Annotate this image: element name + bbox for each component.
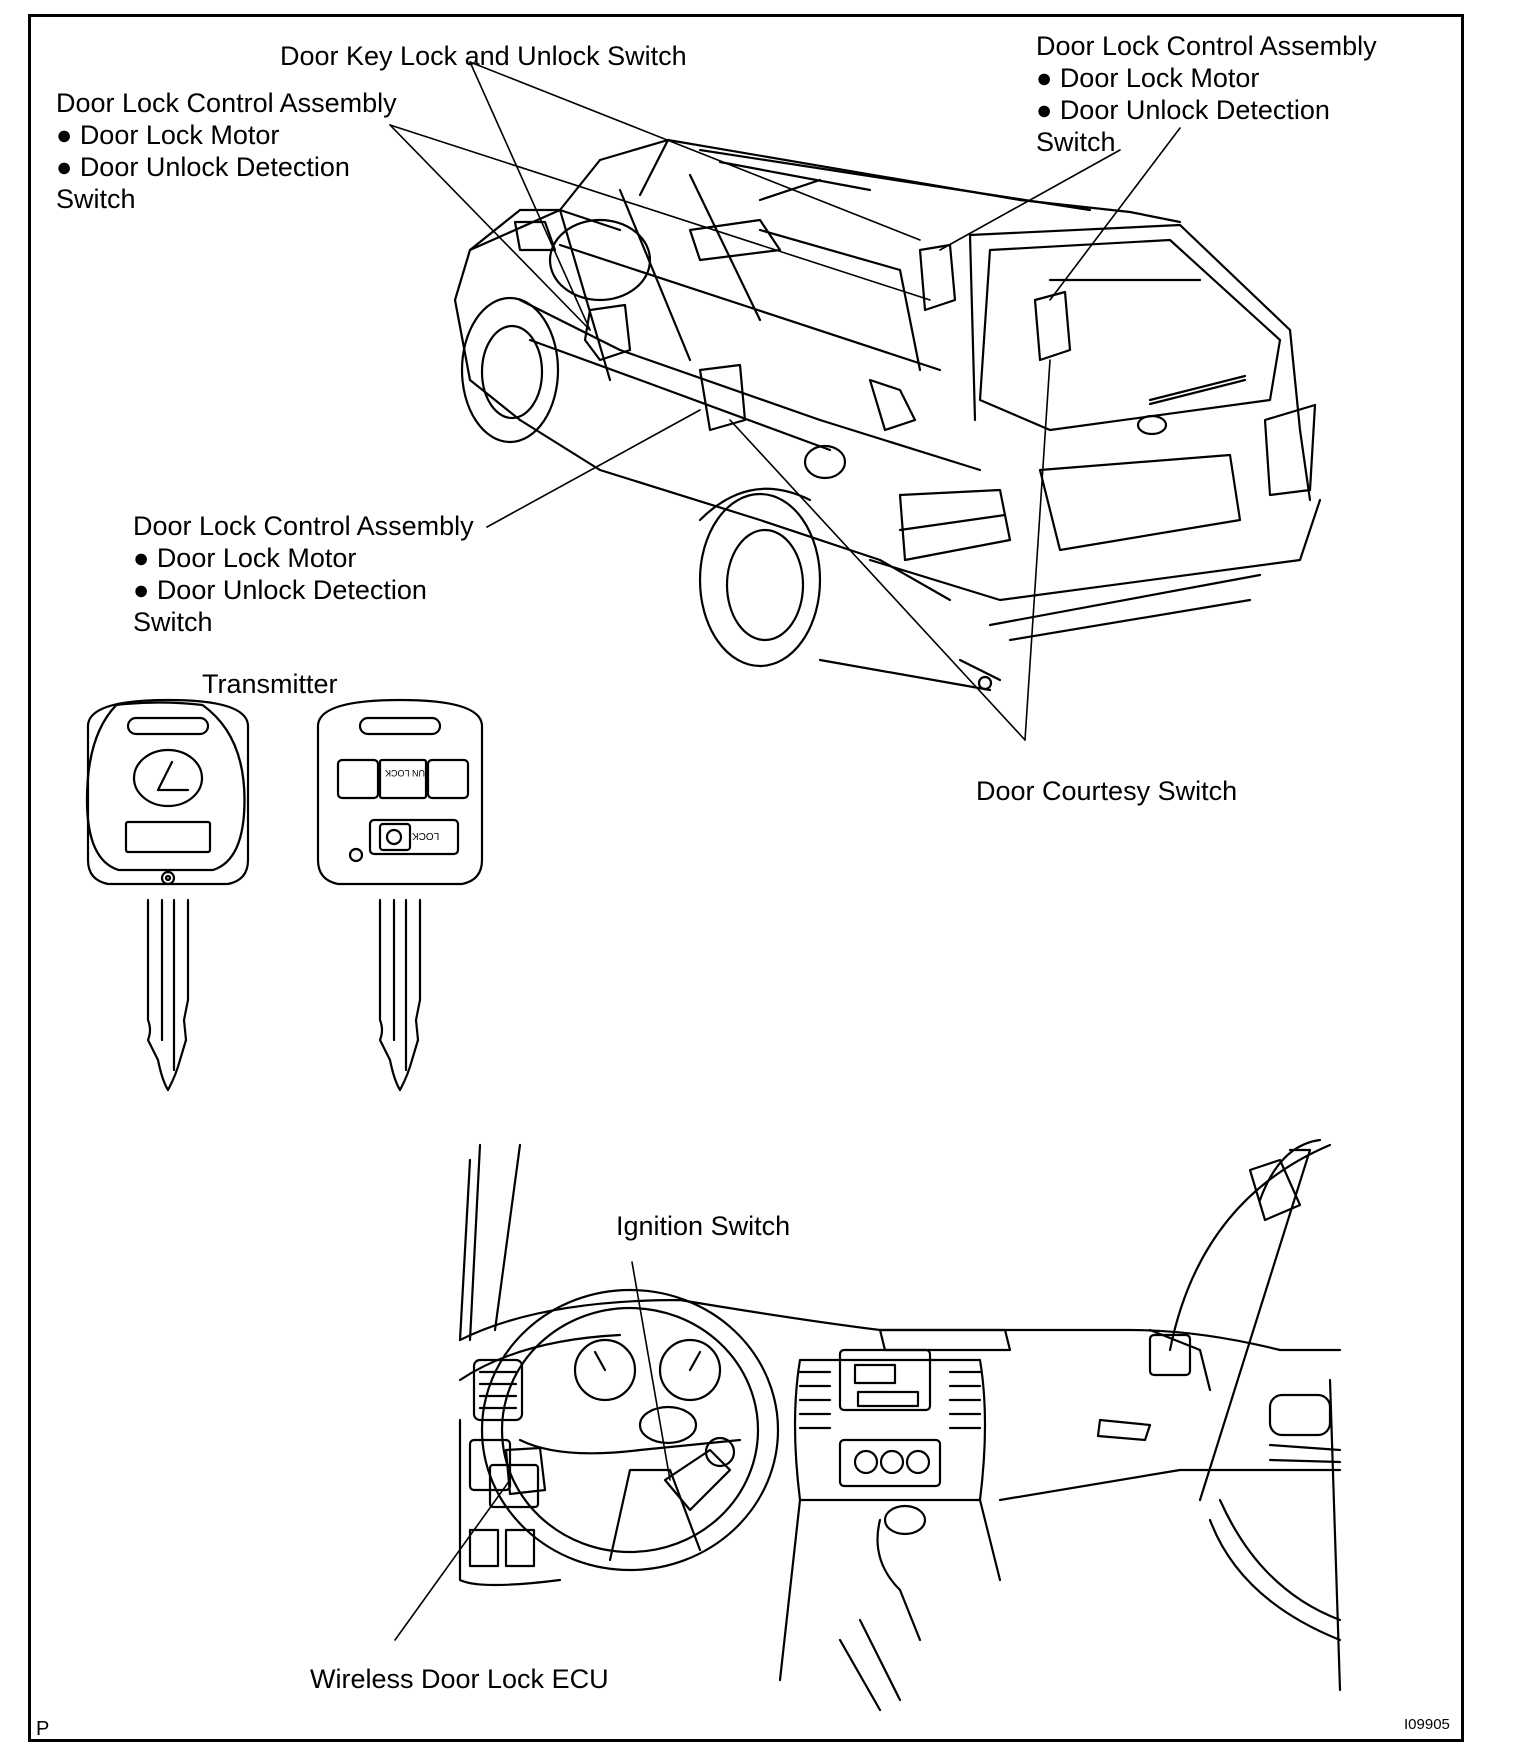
back-assembly-detect: Door Unlock Detection bbox=[1036, 95, 1330, 125]
label-wireless-door-lock-ecu: Wireless Door Lock ECU bbox=[310, 1664, 609, 1694]
label-back-door-lock-assembly: Door Lock Control Assembly Door Lock Mot… bbox=[1036, 30, 1377, 158]
front-assembly-switch: Switch bbox=[56, 184, 136, 214]
vehicle-illustration bbox=[453, 138, 1322, 692]
key-lock-button-text: LOCK bbox=[412, 830, 440, 841]
transmitter-key-front bbox=[85, 698, 250, 1092]
label-door-courtesy-switch: Door Courtesy Switch bbox=[976, 776, 1238, 806]
label-front-door-lock-assembly: Door Lock Control Assembly Door Lock Mot… bbox=[56, 87, 397, 215]
label-ignition-switch: Ignition Switch bbox=[616, 1211, 791, 1241]
label-rear-door-lock-assembly: Door Lock Control Assembly Door Lock Mot… bbox=[133, 510, 474, 638]
back-assembly-title: Door Lock Control Assembly bbox=[1036, 31, 1377, 61]
label-door-key-switch: Door Key Lock and Unlock Switch bbox=[280, 41, 687, 71]
rear-assembly-detect: Door Unlock Detection bbox=[133, 575, 427, 605]
corner-letter: P bbox=[36, 1718, 50, 1740]
transmitter-key-back bbox=[316, 698, 484, 1092]
dashboard-illustration bbox=[458, 1138, 1342, 1712]
front-assembly-detect: Door Unlock Detection bbox=[56, 152, 350, 182]
rear-assembly-motor: Door Lock Motor bbox=[133, 543, 356, 573]
front-assembly-title: Door Lock Control Assembly bbox=[56, 88, 397, 118]
diagram-frame bbox=[28, 14, 1464, 1742]
front-assembly-motor: Door Lock Motor bbox=[56, 120, 279, 150]
key-unlock-button-text: UN LOCK bbox=[385, 768, 426, 778]
figure-id: I09905 bbox=[1404, 1716, 1450, 1733]
label-transmitter: Transmitter bbox=[202, 669, 338, 699]
rear-assembly-title: Door Lock Control Assembly bbox=[133, 511, 474, 541]
back-assembly-motor: Door Lock Motor bbox=[1036, 63, 1259, 93]
back-assembly-switch: Switch bbox=[1036, 127, 1116, 157]
rear-assembly-switch: Switch bbox=[133, 607, 213, 637]
